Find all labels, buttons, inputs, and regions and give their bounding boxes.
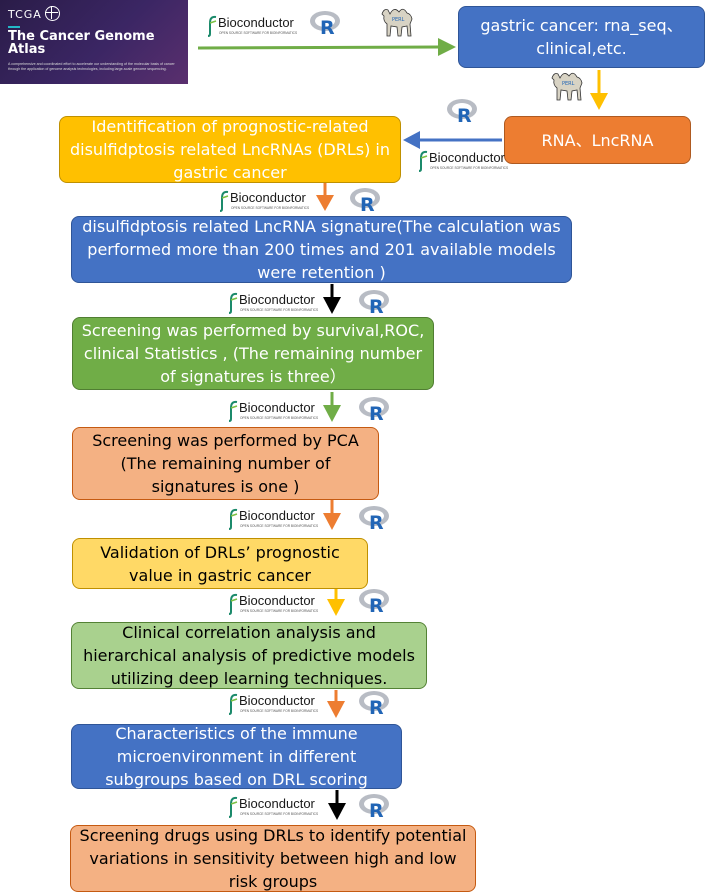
r-logo-icon: R	[359, 794, 389, 819]
r-logo-icon: R	[350, 188, 380, 213]
bioconductor-logo: Bioconductor OPEN SOURCE SOFTWARE FOR BI…	[207, 15, 311, 39]
arrow-step4-to-step5	[323, 500, 341, 530]
bioconductor-logo: Bioconductor OPEN SOURCE SOFTWARE FOR BI…	[418, 150, 522, 174]
tcga-label: TCGA	[8, 8, 42, 21]
bioconductor-logo: Bioconductor OPEN SOURCE SOFTWARE FOR BI…	[228, 693, 332, 717]
fork-icon	[418, 150, 428, 172]
rna-lncrna-box: RNA、LncRNA	[504, 116, 691, 164]
fork-icon	[228, 693, 238, 715]
svg-text:R: R	[369, 403, 384, 422]
bioconductor-logo: Bioconductor OPEN SOURCE SOFTWARE FOR BI…	[228, 508, 332, 532]
arrow-step5-to-step6	[327, 588, 345, 616]
fork-icon	[228, 508, 238, 530]
arrow-step2-to-step3	[323, 284, 341, 314]
r-logo-icon: R	[359, 691, 389, 716]
svg-text:R: R	[369, 512, 384, 531]
immune-microenvironment-box: Characteristics of the immune microenvir…	[71, 724, 402, 789]
identification-box: Identification of prognostic-related dis…	[59, 116, 401, 183]
validation-box: Validation of DRLs’ prognostic value in …	[72, 538, 368, 589]
bioconductor-logo: Bioconductor OPEN SOURCE SOFTWARE FOR BI…	[228, 400, 332, 424]
fork-icon	[228, 796, 238, 818]
bioconductor-logo: Bioconductor OPEN SOURCE SOFTWARE FOR BI…	[228, 796, 332, 820]
bioconductor-logo: Bioconductor OPEN SOURCE SOFTWARE FOR BI…	[228, 593, 332, 617]
r-logo-icon: R	[447, 99, 477, 124]
fork-icon	[207, 15, 217, 37]
data-source-box: gastric cancer: rna_seq、clinical,etc.	[458, 6, 705, 68]
clinical-correlation-box: Clinical correlation analysis and hierar…	[71, 622, 427, 689]
drug-screening-box: Screening drugs using DRLs to identify p…	[70, 825, 476, 892]
fork-icon	[228, 593, 238, 615]
tcga-description: A comprehensive and coordinated effort t…	[8, 62, 175, 71]
perl-camel-icon: PERL	[381, 8, 413, 37]
arrow-step6-to-step7	[327, 690, 345, 718]
arrow-step7-to-step8	[328, 790, 346, 820]
svg-text:R: R	[320, 17, 335, 36]
bioconductor-logo: Bioconductor OPEN SOURCE SOFTWARE FOR BI…	[219, 190, 323, 214]
tcga-title: The Cancer Genome Atlas	[8, 29, 155, 57]
fork-icon	[228, 400, 238, 422]
r-logo-icon: R	[359, 589, 389, 614]
svg-text:R: R	[360, 194, 375, 213]
svg-text:R: R	[369, 800, 384, 819]
svg-text:PERL: PERL	[392, 17, 405, 23]
svg-text:R: R	[369, 296, 384, 315]
arrow-rna-to-step1	[403, 131, 502, 149]
fork-icon	[228, 292, 238, 314]
fork-icon	[219, 190, 229, 212]
arrow-step3-to-step4	[323, 392, 341, 422]
r-logo-icon: R	[359, 397, 389, 422]
bioconductor-logo: Bioconductor OPEN SOURCE SOFTWARE FOR BI…	[228, 292, 332, 316]
tcga-banner: TCGA The Cancer Genome Atlas A comprehen…	[0, 0, 188, 84]
screening-pca-box: Screening was performed by PCA (The rema…	[72, 427, 379, 500]
screening-survival-box: Screening was performed by survival,ROC,…	[72, 317, 434, 390]
svg-text:R: R	[369, 697, 384, 716]
r-logo-icon: R	[310, 11, 340, 36]
signature-box: disulfidptosis related LncRNA signature(…	[71, 216, 572, 283]
globe-icon	[45, 6, 60, 21]
accent-bar	[8, 26, 20, 28]
perl-camel-icon: PERL	[551, 72, 583, 101]
svg-text:R: R	[457, 105, 472, 124]
arrow-data-to-rna	[590, 70, 608, 110]
arrow-step1-to-step2	[316, 182, 334, 211]
r-logo-icon: R	[359, 506, 389, 531]
r-logo-icon: R	[359, 290, 389, 315]
arrow-tcga-to-data	[197, 38, 456, 56]
svg-text:PERL: PERL	[562, 81, 575, 87]
svg-text:R: R	[369, 595, 384, 614]
